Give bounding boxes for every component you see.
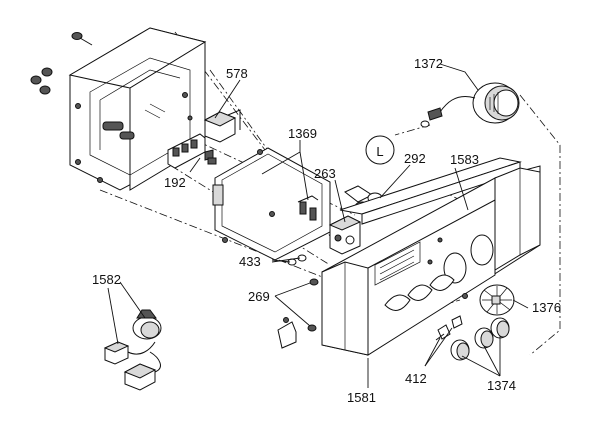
part-269-screws bbox=[277, 278, 319, 349]
label-1374: 1374 bbox=[487, 378, 516, 393]
part-192-terminal-block bbox=[167, 133, 217, 169]
part-1376-dial bbox=[479, 284, 515, 316]
part-1372-gauge bbox=[420, 82, 520, 128]
part-433-washers bbox=[287, 254, 307, 266]
label-1372: 1372 bbox=[414, 56, 443, 71]
part-1581-front-panel bbox=[321, 165, 541, 356]
label-292: 292 bbox=[404, 151, 426, 166]
label-1376: 1376 bbox=[532, 300, 561, 315]
label-192: 192 bbox=[164, 175, 186, 190]
part-578-relay bbox=[203, 109, 241, 143]
part-1582-pump bbox=[103, 309, 162, 391]
label-578: 578 bbox=[226, 66, 248, 81]
rear-housing bbox=[68, 27, 207, 191]
circle-l-label: L bbox=[376, 144, 383, 159]
part-412-knob-shafts bbox=[435, 315, 463, 341]
label-1369: 1369 bbox=[288, 126, 317, 141]
label-1582: 1582 bbox=[92, 272, 121, 287]
part-1374-knobs bbox=[450, 317, 510, 361]
circle-l-symbol: L bbox=[365, 135, 395, 165]
screws-top-left bbox=[30, 32, 93, 95]
part-labels: 578 1372 1369 292 263 1583 192 433 269 1… bbox=[92, 56, 561, 405]
part-1369-circuit-board bbox=[212, 147, 331, 261]
part-263-valve bbox=[328, 215, 362, 255]
label-433: 433 bbox=[239, 254, 261, 269]
label-1583: 1583 bbox=[450, 152, 479, 167]
leader-lines bbox=[107, 63, 529, 388]
label-1581: 1581 bbox=[347, 390, 376, 405]
label-412: 412 bbox=[405, 371, 427, 386]
label-263: 263 bbox=[314, 166, 336, 181]
label-269: 269 bbox=[248, 289, 270, 304]
